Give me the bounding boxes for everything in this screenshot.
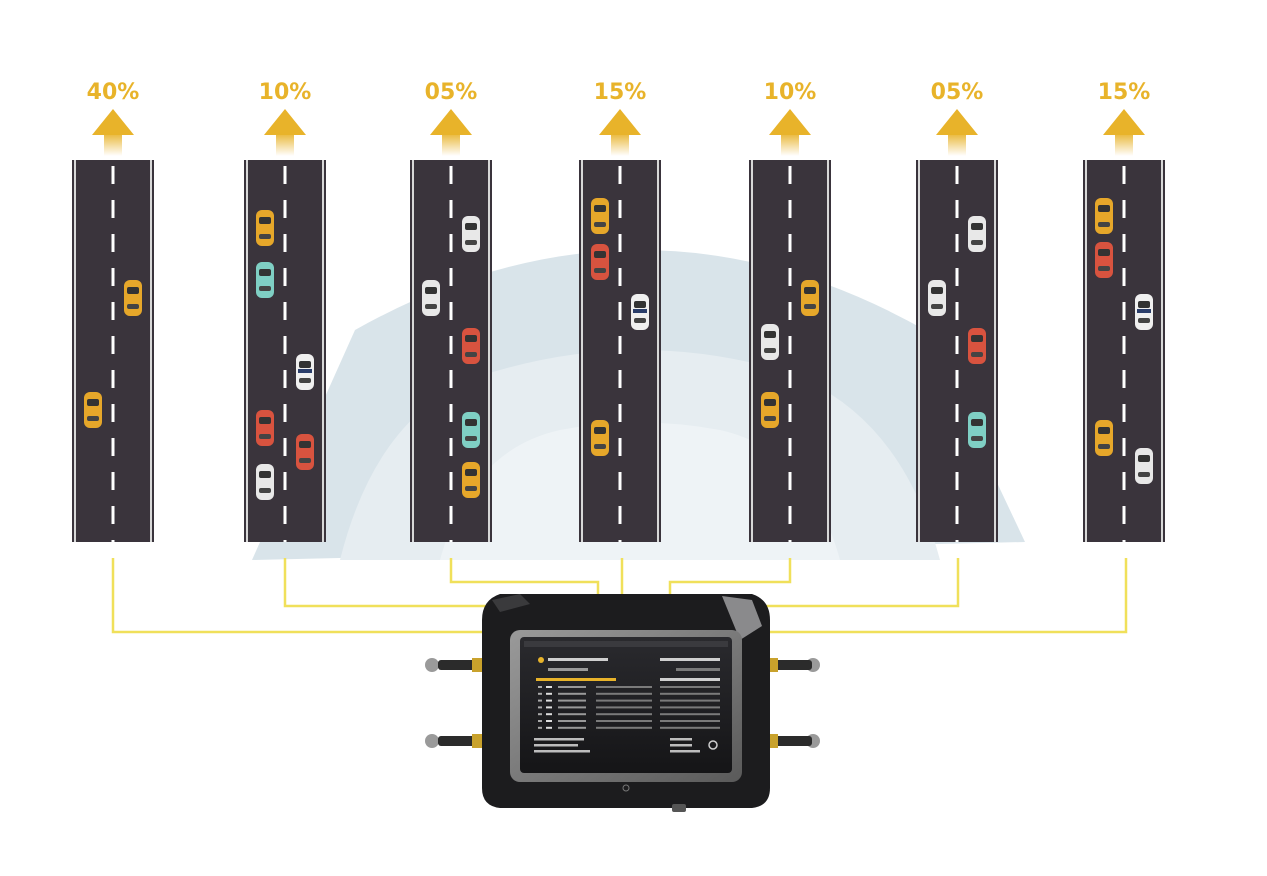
- car-icon: [801, 280, 819, 316]
- car-icon: [1095, 198, 1113, 234]
- traffic-share-label: 05%: [425, 80, 478, 105]
- antenna-right-bottom: [766, 734, 820, 748]
- lane-4: 15%: [579, 80, 661, 542]
- car-icon: [296, 434, 314, 470]
- car-icon: [256, 410, 274, 446]
- traffic-share-label: 15%: [594, 80, 647, 105]
- car-icon: [462, 216, 480, 252]
- car-icon: [256, 210, 274, 246]
- car-icon: [84, 392, 102, 428]
- car-icon: [256, 464, 274, 500]
- car-icon: [1095, 420, 1113, 456]
- car-icon: [591, 420, 609, 456]
- up-arrow-icon: [599, 109, 641, 156]
- lane-6: 05%: [916, 80, 998, 542]
- antenna-right-top: [766, 658, 820, 672]
- connector-line-5: [668, 558, 792, 598]
- connector-line-2: [283, 558, 500, 608]
- connector-line-1: [111, 558, 495, 634]
- car-icon: [422, 280, 440, 316]
- car-icon: [124, 280, 142, 316]
- car-icon: [968, 412, 986, 448]
- up-arrow-icon: [1103, 109, 1145, 156]
- lane-1: 40%: [72, 80, 154, 542]
- car-icon: [1095, 242, 1113, 278]
- car-icon: [462, 328, 480, 364]
- connector-line-3: [449, 558, 600, 598]
- router-device: [425, 594, 820, 812]
- lane-5: 10%: [749, 80, 831, 542]
- car-icon: [1135, 448, 1153, 484]
- lane-2: 10%: [244, 80, 326, 542]
- up-arrow-icon: [92, 109, 134, 156]
- brand-logo-icon: [622, 784, 630, 792]
- car-icon: [928, 280, 946, 316]
- antenna-left-top: [425, 658, 484, 672]
- car-icon: [591, 244, 609, 280]
- connector-line-6: [752, 558, 960, 608]
- car-icon: [256, 262, 274, 298]
- traffic-share-label: 15%: [1098, 80, 1151, 105]
- settings-gear-icon: [708, 740, 718, 750]
- traffic-share-label: 05%: [931, 80, 984, 105]
- lane-7: 15%: [1083, 80, 1165, 542]
- car-icon: [1135, 294, 1153, 330]
- traffic-share-label: 10%: [259, 80, 312, 105]
- car-icon: [462, 412, 480, 448]
- device-screen: [520, 637, 732, 773]
- antenna-left-bottom: [425, 734, 484, 748]
- connector-line-7: [760, 558, 1128, 634]
- lane-3: 05%: [410, 80, 492, 542]
- car-icon: [296, 354, 314, 390]
- car-icon: [968, 216, 986, 252]
- car-icon: [761, 324, 779, 360]
- screen-content: [524, 641, 728, 753]
- connector-lines: [111, 558, 1128, 634]
- up-arrow-icon: [430, 109, 472, 156]
- car-icon: [968, 328, 986, 364]
- up-arrow-icon: [769, 109, 811, 156]
- car-icon: [761, 392, 779, 428]
- car-icon: [591, 198, 609, 234]
- up-arrow-icon: [264, 109, 306, 156]
- car-icon: [631, 294, 649, 330]
- traffic-share-label: 10%: [764, 80, 817, 105]
- lanes-group: 40% 10% 05% 15% 10% 05% 15%: [72, 80, 1165, 542]
- car-icon: [462, 462, 480, 498]
- up-arrow-icon: [936, 109, 978, 156]
- traffic-share-label: 40%: [87, 80, 140, 105]
